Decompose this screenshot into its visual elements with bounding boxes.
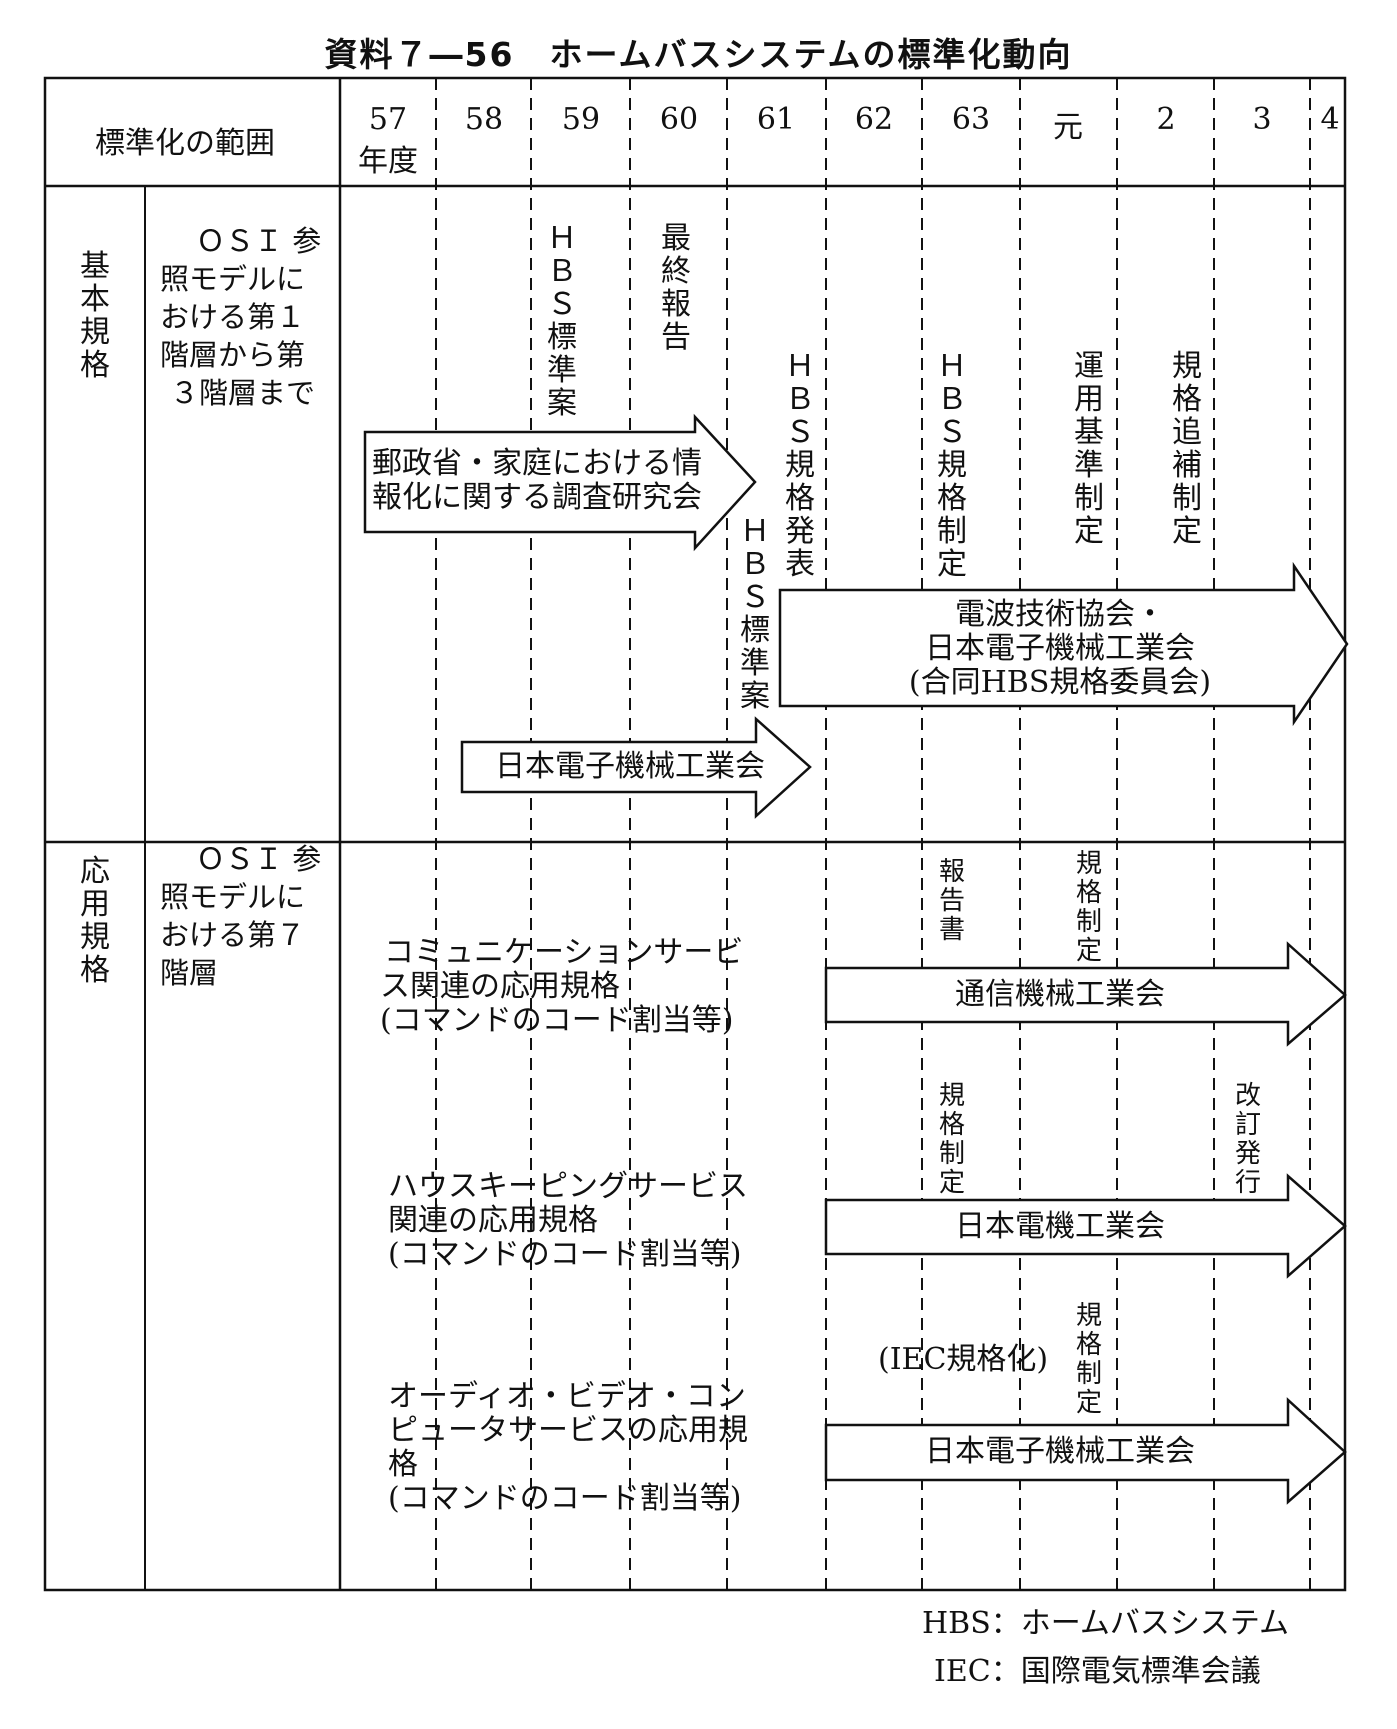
scope-application: ＯＳＩ 参 照モデルに おける第７ 階層 xyxy=(160,842,322,990)
arrow-joint-label: 電波技術協会・ 日本電子機械工業会 (合同HBS規格委員会) xyxy=(908,597,1212,700)
year-60: 60 xyxy=(659,102,699,137)
event-std-supplement: 規格追補制定 xyxy=(1172,349,1202,549)
av-iec: (IEC規格化) xyxy=(878,1342,1049,1377)
year-suffix: 年度 xyxy=(358,144,418,179)
legend-hbs: HBS：ホームバスシステム xyxy=(922,1606,1289,1641)
scope-header: 標準化の範囲 xyxy=(95,126,275,161)
event-hbs-draft-61: ＨＢＳ標準案 xyxy=(740,514,770,714)
year-61: 61 xyxy=(756,102,796,137)
year-gan: 元 xyxy=(1053,110,1083,145)
category-basic: 基本規格 xyxy=(80,249,110,383)
house-enact: 規格制定 xyxy=(938,1081,965,1198)
comm-desc: コミュニケーションサービ ス関連の応用規格 (コマンドのコード割当等) xyxy=(380,935,744,1038)
year-2: 2 xyxy=(1156,102,1176,137)
page-title: 資料７―56 ホームバスシステムの標準化動向 xyxy=(324,35,1073,74)
comm-report: 報告書 xyxy=(938,857,965,945)
event-hbs-announce: ＨＢＳ規格発表 xyxy=(785,349,815,582)
year-3: 3 xyxy=(1252,102,1272,137)
comm-org: 通信機械工業会 xyxy=(955,977,1165,1012)
category-application: 応用規格 xyxy=(80,854,110,988)
arrow-comm xyxy=(824,941,1347,1047)
year-59: 59 xyxy=(561,102,601,137)
event-hbs-enact: ＨＢＳ規格制定 xyxy=(937,349,967,582)
av-org: 日本電子機械工業会 xyxy=(925,1434,1195,1469)
arrow-eiaj-basic-label: 日本電子機械工業会 xyxy=(495,749,765,784)
legend-iec: IEC：国際電気標準会議 xyxy=(934,1654,1261,1689)
event-operation-std: 運用基準制定 xyxy=(1074,349,1104,549)
arrow-ministry-label: 郵政省・家庭における情 報化に関する調査研究会 xyxy=(372,446,702,515)
event-final-report: 最終報告 xyxy=(661,221,691,355)
arrow-jema xyxy=(824,1173,1347,1279)
arrow-eiaj-av xyxy=(824,1397,1347,1505)
event-hbs-draft-59: ＨＢＳ標準案 xyxy=(547,221,577,421)
year-62: 62 xyxy=(854,102,894,137)
house-desc: ハウスキーピングサービス 関連の応用規格 (コマンドのコード割当等) xyxy=(388,1169,748,1272)
arrow-joint xyxy=(778,561,1349,727)
av-desc: オーディオ・ビデオ・コン ピュータサービスの応用規 格 (コマンドのコード割当等… xyxy=(388,1379,748,1516)
house-revise: 改訂発行 xyxy=(1234,1081,1261,1198)
house-org: 日本電機工業会 xyxy=(955,1209,1165,1244)
year-57: 57 xyxy=(368,102,408,137)
year-63: 63 xyxy=(951,102,991,137)
av-enact: 規格制定 xyxy=(1075,1301,1102,1418)
comm-enact: 規格制定 xyxy=(1075,849,1102,966)
year-4: 4 xyxy=(1320,102,1340,137)
year-58: 58 xyxy=(464,102,504,137)
arrow-ministry xyxy=(363,413,757,552)
scope-basic: ＯＳＩ 参 照モデルに おける第１ 階層から第 ３階層まで xyxy=(160,224,322,410)
arrow-eiaj-basic xyxy=(460,716,812,819)
